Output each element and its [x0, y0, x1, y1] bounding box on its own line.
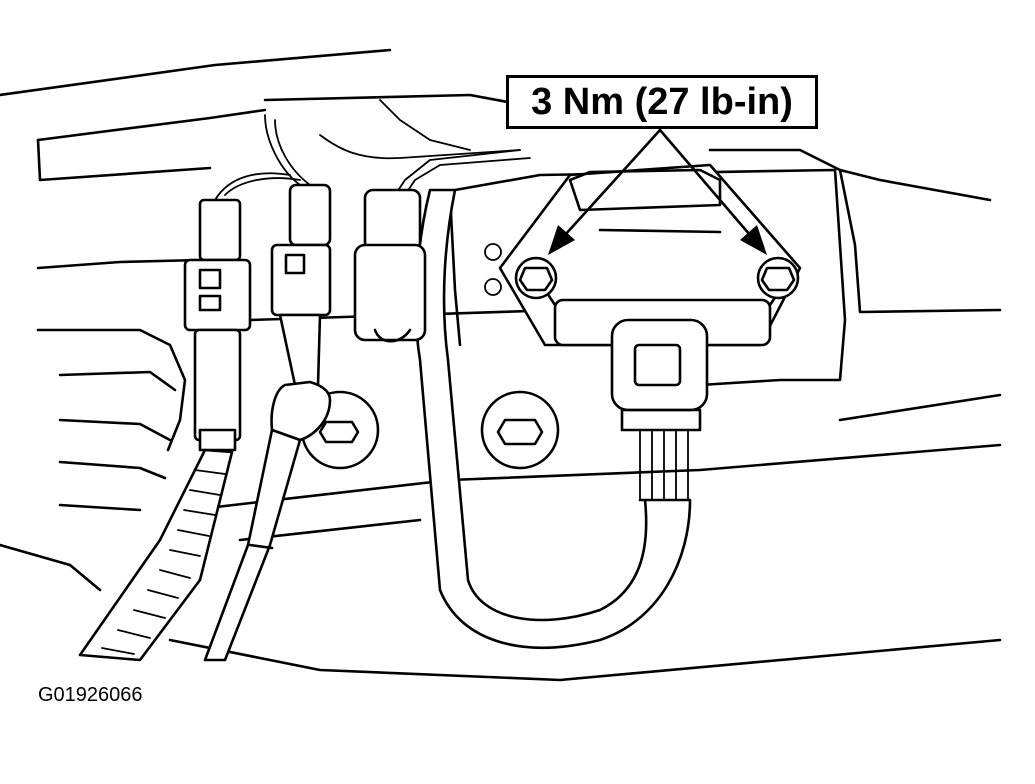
figure-id-label: G01926066 [38, 684, 143, 706]
harness-wires-top [214, 99, 531, 201]
sensor-bracket-plate [448, 168, 847, 387]
sensor-connector [610, 318, 709, 501]
mounting-bolt-right [756, 256, 800, 300]
torque-spec-label: 3 Nm (27 lb-in) [531, 80, 793, 123]
callout-arrows [548, 128, 767, 255]
harness-connector-right [353, 188, 427, 343]
harness-connector-middle [270, 183, 332, 442]
single-cable [203, 428, 302, 662]
sensor-module [498, 163, 802, 347]
wiring-harness-loop [414, 188, 692, 649]
corrugated-loom [78, 448, 234, 662]
mounting-bolt-left [514, 256, 558, 300]
torque-callout-box: 3 Nm (27 lb-in) [506, 75, 818, 129]
harness-connector-left [183, 198, 252, 452]
